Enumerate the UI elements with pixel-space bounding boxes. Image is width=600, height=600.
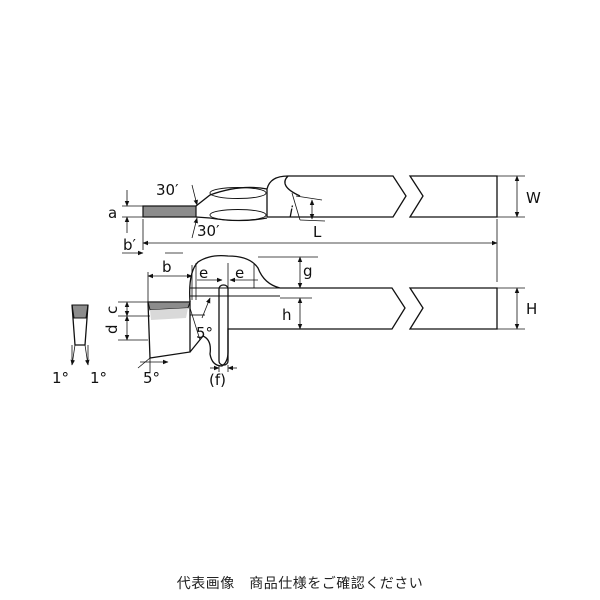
b-label: b <box>162 258 172 276</box>
footer-caption: 代表画像 商品仕様をご確認ください <box>176 576 424 592</box>
angle-1-right: 1° <box>90 369 107 387</box>
angle-1-left: 1° <box>52 369 69 387</box>
shank-top <box>266 175 407 218</box>
angle-30-top: 30′ <box>156 181 179 199</box>
carbide-tip-top <box>142 205 197 218</box>
neck-top <box>195 186 268 222</box>
L-label: L <box>313 223 322 241</box>
angle-5-inner: 5° <box>196 324 213 342</box>
H-label: H <box>526 300 537 318</box>
angle-5-bottom: 5° <box>143 369 160 387</box>
angle-30-bottom: 30′ <box>197 222 220 240</box>
i-label: i <box>289 203 294 221</box>
d-label: d <box>103 324 121 334</box>
front-view: 1° 1° <box>52 304 107 387</box>
g-label: g <box>303 262 313 280</box>
a-label: a <box>108 204 117 222</box>
e-right-label: e <box>235 264 244 282</box>
h-label: h <box>282 306 292 324</box>
b-prime-label: b′ <box>123 236 137 254</box>
f-label: (f) <box>209 371 226 389</box>
e-left-label: e <box>199 264 208 282</box>
W-label: W <box>526 189 541 207</box>
side-view: b′ b e e g h <box>103 236 537 389</box>
top-view: i a 30′ 30′ W <box>108 175 541 240</box>
L-dimension: L <box>142 219 498 282</box>
c-label: c <box>103 306 121 314</box>
